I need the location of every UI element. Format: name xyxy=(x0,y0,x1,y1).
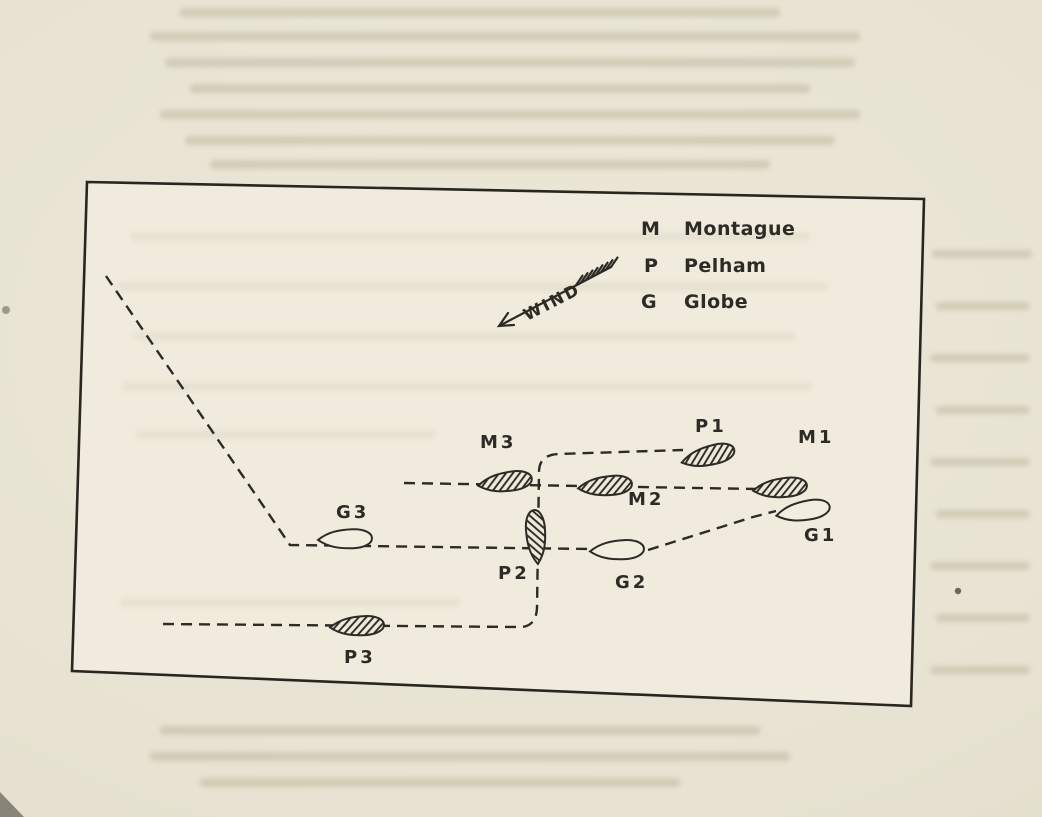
legend-name-globe: Globe xyxy=(684,291,748,313)
figure-frame-paper xyxy=(72,182,924,706)
boat-label-g3: G3 xyxy=(336,502,369,523)
wind-arrow-feathers xyxy=(574,256,619,287)
boat-label-m3: M3 xyxy=(480,432,516,453)
boat-label-p2: P2 xyxy=(498,563,530,584)
boat-label-m1: M1 xyxy=(798,427,834,448)
wind-arrow-head xyxy=(496,311,516,328)
page-bleed-through-texture xyxy=(150,8,1032,787)
boat-label-p3: P3 xyxy=(344,647,376,668)
legend-key-pelham: P xyxy=(644,255,659,277)
boat-label-m2: M2 xyxy=(628,489,664,510)
frame-bleed-through-texture xyxy=(118,232,828,607)
ink-spot-artifact xyxy=(954,587,962,595)
legend-key-globe: G xyxy=(641,291,658,313)
figure-legend: M Montague P Pelham G Globe xyxy=(641,218,795,313)
boat-label-g1: G1 xyxy=(804,525,837,546)
track-montague xyxy=(403,481,758,491)
figure-frame-border xyxy=(70,180,926,708)
legend-key-montague: M xyxy=(641,218,661,240)
page-edge-mark-artifact xyxy=(2,306,10,314)
legend-name-montague: Montague xyxy=(684,218,795,240)
boat-label-p1: P1 xyxy=(695,416,727,437)
page-corner-shadow xyxy=(0,792,24,817)
boat-label-g2: G2 xyxy=(615,572,648,593)
legend-name-pelham: Pelham xyxy=(684,255,766,277)
